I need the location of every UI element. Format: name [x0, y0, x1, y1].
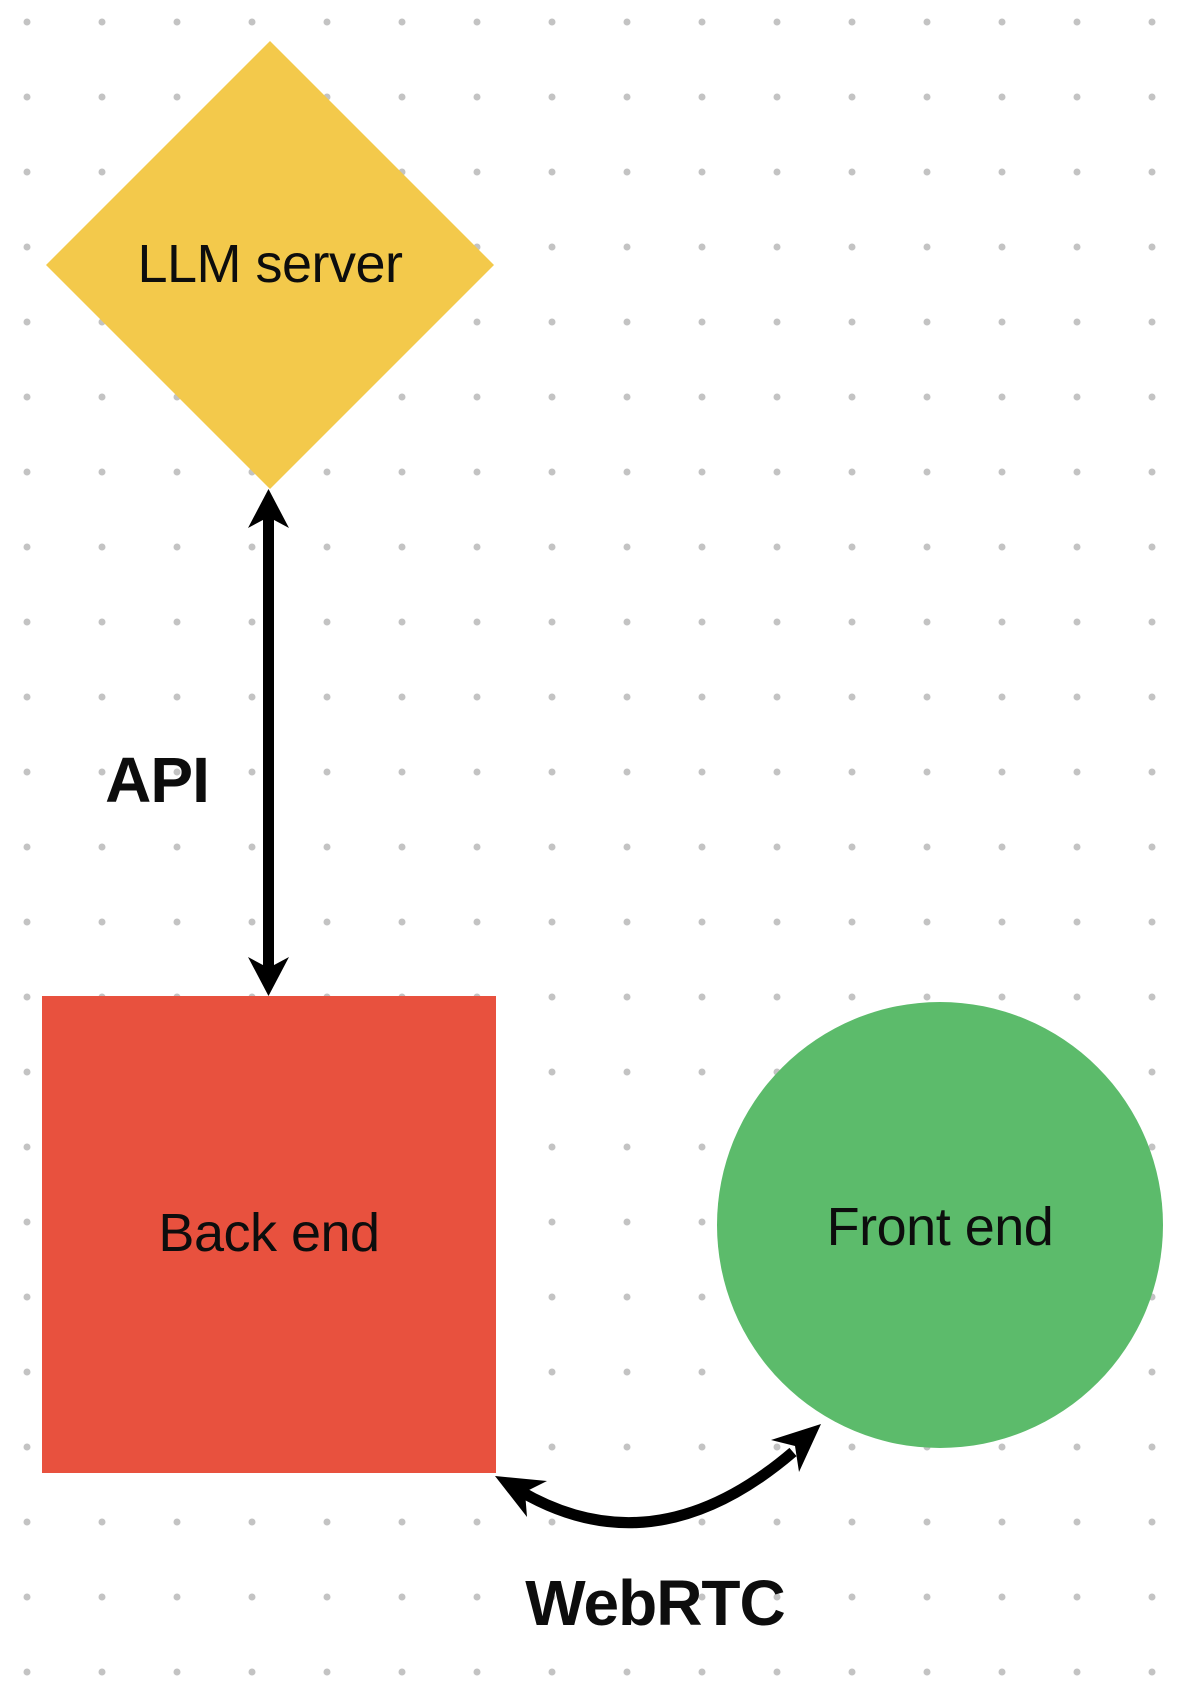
llm-server-diamond[interactable] [46, 41, 494, 489]
back-end-label: Back end [158, 1203, 380, 1263]
front-end-circle[interactable] [717, 1002, 1163, 1448]
webrtc-arrow[interactable] [495, 1424, 821, 1529]
webrtc-edge-label[interactable]: WebRTC [525, 1567, 785, 1639]
api-arrow[interactable] [248, 489, 289, 996]
front-end-label: Front end [826, 1197, 1054, 1257]
api-arrow-head-top [248, 489, 289, 528]
api-arrow-head-bottom [248, 957, 289, 996]
api-edge-label[interactable]: API [105, 744, 210, 816]
webrtc-arrow-head-left [495, 1476, 547, 1517]
webrtc-arrow-head-right [771, 1424, 821, 1472]
llm-server-label: LLM server [137, 234, 403, 294]
back-end-square[interactable] [42, 996, 496, 1473]
webrtc-arrow-shaft[interactable] [517, 1447, 797, 1529]
